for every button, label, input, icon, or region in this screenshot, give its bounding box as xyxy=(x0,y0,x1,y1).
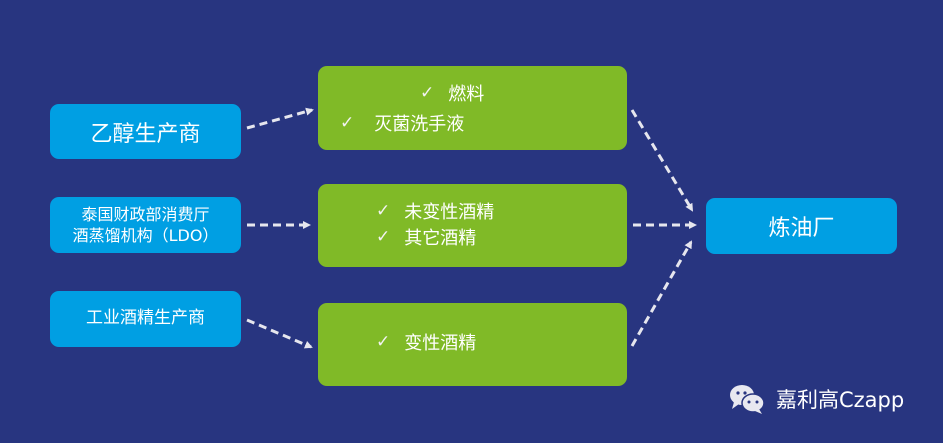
arrow-product3-to-target xyxy=(630,240,693,347)
product-box-2: ✓ 未变性酒精 ✓ 其它酒精 xyxy=(318,184,627,267)
watermark-label: 嘉利高Czapp xyxy=(776,388,905,412)
arrow-source1-to-product1 xyxy=(246,107,314,130)
check-icon: ✓ xyxy=(340,113,355,133)
source-label: 工业酒精生产商 xyxy=(86,307,205,328)
source-ethanol-producer: 乙醇生产商 xyxy=(50,104,241,159)
source-label-line1: 泰国财政部消费厅 xyxy=(81,205,210,224)
product-item: ✓ 灭菌洗手液 xyxy=(340,113,465,135)
check-icon: ✓ xyxy=(376,227,391,247)
check-icon: ✓ xyxy=(376,201,391,221)
source-label: 乙醇生产商 xyxy=(90,121,201,147)
watermark: 嘉利高Czapp xyxy=(728,383,904,415)
product-item: ✓ 变性酒精 xyxy=(376,332,477,354)
source-industrial-alcohol-producer: 工业酒精生产商 xyxy=(50,291,241,347)
target-refinery: 炼油厂 xyxy=(706,198,897,254)
source-ldo: 泰国财政部消费厅 酒蒸馏机构（LDO） xyxy=(50,197,241,253)
arrow-product1-to-target xyxy=(630,109,694,212)
arrow-source3-to-product3 xyxy=(246,318,313,349)
target-label: 炼油厂 xyxy=(768,216,835,241)
source-label-line2: 酒蒸馏机构（LDO） xyxy=(72,226,219,245)
product-item: ✓ 其它酒精 xyxy=(376,227,477,249)
product-box-3: ✓ 变性酒精 xyxy=(318,303,627,386)
wechat-icon xyxy=(730,385,765,414)
product-item: ✓ 燃料 xyxy=(420,83,485,105)
product-item: ✓ 未变性酒精 xyxy=(376,201,495,223)
product-box-1: ✓ 燃料 ✓ 灭菌洗手液 xyxy=(318,66,627,150)
check-icon: ✓ xyxy=(420,83,435,103)
check-icon: ✓ xyxy=(376,332,391,352)
